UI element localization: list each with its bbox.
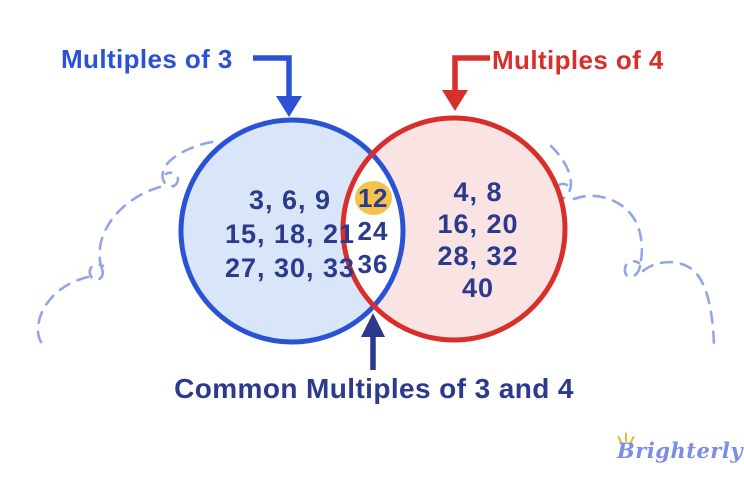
intersection-number-2: 24 — [357, 216, 389, 246]
left-set-label: Multiples of 3 — [61, 44, 233, 74]
right-set-label: Multiples of 4 — [492, 45, 664, 75]
right-numbers-line-3: 28, 32 — [437, 241, 519, 271]
arrow-down-blue-icon — [253, 55, 302, 117]
logo-text: Brighterly — [617, 438, 744, 463]
right-numbers-line-2: 16, 20 — [437, 209, 519, 239]
intersection-number-3: 36 — [357, 249, 389, 279]
intersection-caption: Common Multiples of 3 and 4 — [174, 373, 574, 404]
left-circle-fill — [181, 120, 403, 342]
arrow-up-navy-icon — [361, 313, 385, 370]
brighterly-logo: Brighterly — [617, 432, 743, 466]
intersection-numbers: 12 24 36 — [342, 181, 404, 281]
left-numbers-line-2: 15, 18, 21 — [224, 219, 356, 249]
left-numbers-line-3: 27, 30, 33 — [224, 253, 356, 283]
left-set-numbers: 3, 6, 9 15, 18, 21 27, 30, 33 — [170, 183, 410, 285]
right-set-numbers: 4, 8 16, 20 28, 32 40 — [378, 176, 578, 304]
arrow-down-red-icon — [442, 55, 490, 111]
right-circle-outline — [340, 115, 568, 343]
right-circle-fill — [343, 118, 565, 340]
sun-rays-icon — [617, 432, 635, 443]
highlighted-number-row: 12 — [342, 181, 404, 215]
highlighted-number-chip: 12 — [354, 181, 392, 215]
cloud-dashed-left-decoration — [36, 140, 214, 349]
right-numbers-line-4: 40 — [461, 273, 495, 303]
left-numbers-line-1: 3, 6, 9 — [248, 185, 332, 215]
left-circle-outline — [178, 117, 406, 345]
right-numbers-line-1: 4, 8 — [453, 177, 503, 207]
